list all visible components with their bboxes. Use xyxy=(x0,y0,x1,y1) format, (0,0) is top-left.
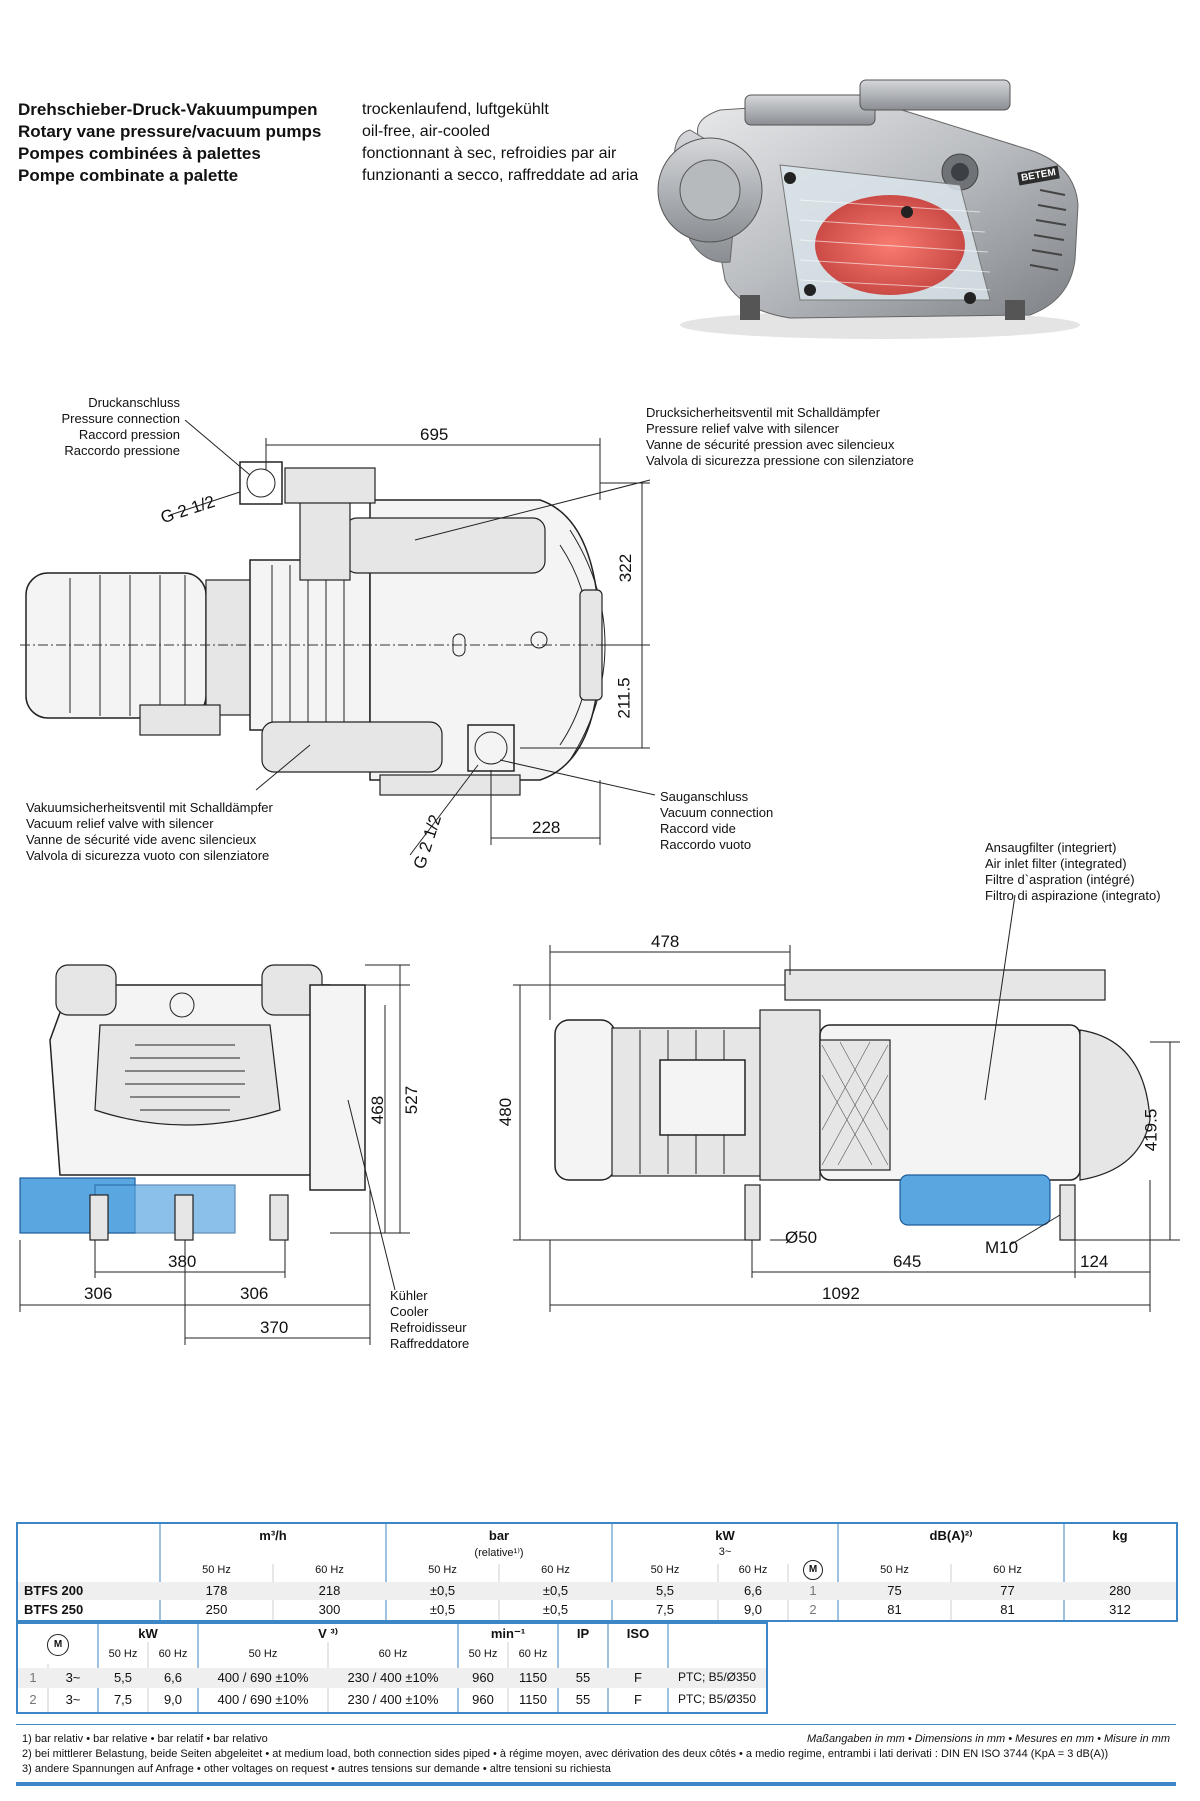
hz-label: 60 Hz xyxy=(518,1648,548,1660)
hz-label: 50 Hz xyxy=(428,1564,457,1576)
motor-symbol: M xyxy=(788,1560,838,1580)
dim-478: 478 xyxy=(651,932,680,951)
hz-label: 50 Hz xyxy=(108,1648,138,1660)
title-it: Pompe combinate a palette xyxy=(18,166,239,185)
col-weight: kg xyxy=(1112,1528,1128,1543)
hz-label: 60 Hz xyxy=(993,1564,1022,1576)
col-ip: IP xyxy=(576,1626,590,1641)
desc-it: funzionanti a secco, raffreddate ad aria xyxy=(362,167,639,184)
pump-product-image xyxy=(657,79,1080,339)
hz-label: 50 Hz xyxy=(202,1564,231,1576)
dim-695: 695 xyxy=(420,425,449,444)
footnote-2: 2) bei mittlerer Belastung, beide Seiten… xyxy=(22,1748,1109,1760)
dim-480: 480 xyxy=(496,1097,516,1127)
col-power-sub: 3~ xyxy=(718,1546,732,1558)
inlet-filter-label: Ansaugfilter (integriert)Air inlet filte… xyxy=(985,840,1161,903)
desc-fr: fonctionnant à sec, refroidies par air xyxy=(362,145,617,162)
hz-label: 50 Hz xyxy=(650,1564,680,1576)
table-row: BTFS 250 250 300 ±0,5 ±0,5 7,5 9,0 2 81 … xyxy=(24,1602,1131,1617)
dim-306-left: 306 xyxy=(84,1284,113,1303)
footnote-3: 3) andere Spannungen auf Anfrage • other… xyxy=(22,1763,611,1775)
title-de: Drehschieber-Druck-Vakuumpumpen xyxy=(18,100,318,119)
motor-table: M kW V ³⁾ min⁻¹ IP ISO 50 Hz 60 Hz 50 Hz… xyxy=(16,1622,768,1714)
title-en: Rotary vane pressure/vacuum pumps xyxy=(18,122,322,141)
dim-228: 228 xyxy=(532,818,561,837)
hz-label: 50 Hz xyxy=(468,1648,498,1660)
dim-306-right: 306 xyxy=(240,1284,269,1303)
pressure-relief-label: Drucksicherheitsventil mit Schalldämpfer… xyxy=(646,405,914,468)
col-power: kW xyxy=(715,1528,735,1543)
col-flow: m³/h xyxy=(259,1528,287,1543)
hz-label: 60 Hz xyxy=(158,1648,188,1660)
bottom-bar xyxy=(16,1782,1176,1786)
col-speed: min⁻¹ xyxy=(490,1626,526,1641)
title-fr: Pompes combinées à palettes xyxy=(18,144,261,163)
units-note: Maßangaben in mm • Dimensions in mm • Me… xyxy=(806,1733,1170,1745)
dim-380: 380 xyxy=(168,1252,197,1271)
footnote-1: 1) bar relativ • bar relative • bar rela… xyxy=(22,1733,268,1745)
desc-en: oil-free, air-cooled xyxy=(362,123,491,140)
hz-label: 60 Hz xyxy=(378,1648,408,1660)
vacuum-relief-label: Vakuumsicherheitsventil mit Schalldämpfe… xyxy=(26,800,273,863)
table-row: 2 3~ 7,5 9,0 400 / 690 ±10% 230 / 400 ±1… xyxy=(29,1692,757,1707)
footnote-divider xyxy=(16,1724,1176,1725)
dim-1092: 1092 xyxy=(822,1284,860,1303)
performance-table: m³/h bar (relative¹⁾) kW 3~ dB(A)²⁾ kg 5… xyxy=(16,1522,1178,1622)
table-row: 1 3~ 5,5 6,6 400 / 690 ±10% 230 / 400 ±1… xyxy=(18,1668,766,1688)
col-pressure-sub: (relative¹⁾) xyxy=(474,1547,524,1559)
col-pressure: bar xyxy=(488,1528,510,1543)
desc-de: trockenlaufend, luftgekühlt xyxy=(362,101,549,118)
hz-label: 50 Hz xyxy=(248,1648,278,1660)
col-iso: ISO xyxy=(626,1626,650,1641)
col-kw: kW xyxy=(138,1626,158,1641)
hz-label: 50 Hz xyxy=(880,1564,909,1576)
motor-symbol: M xyxy=(18,1634,98,1656)
table-row: BTFS 200 178 218 ±0,5 ±0,5 5,5 6,6 1 75 … xyxy=(18,1582,1176,1600)
hz-label: 60 Hz xyxy=(738,1564,768,1576)
side-view-drawing xyxy=(513,894,1180,1312)
dim-645: 645 xyxy=(893,1252,922,1271)
top-view-drawing xyxy=(20,419,656,856)
col-noise: dB(A)²⁾ xyxy=(929,1528,973,1543)
hz-label: 60 Hz xyxy=(541,1564,570,1576)
front-view-drawing xyxy=(19,964,410,1345)
hz-label: 60 Hz xyxy=(315,1564,344,1576)
dim-370: 370 xyxy=(260,1318,289,1337)
dim-124: 124 xyxy=(1080,1252,1109,1271)
thread-m10: M10 xyxy=(985,1238,1019,1257)
col-voltage: V ³⁾ xyxy=(318,1626,338,1641)
dim-419-5: 419.5 xyxy=(1141,1108,1161,1152)
dim-d50: Ø50 xyxy=(785,1228,818,1247)
